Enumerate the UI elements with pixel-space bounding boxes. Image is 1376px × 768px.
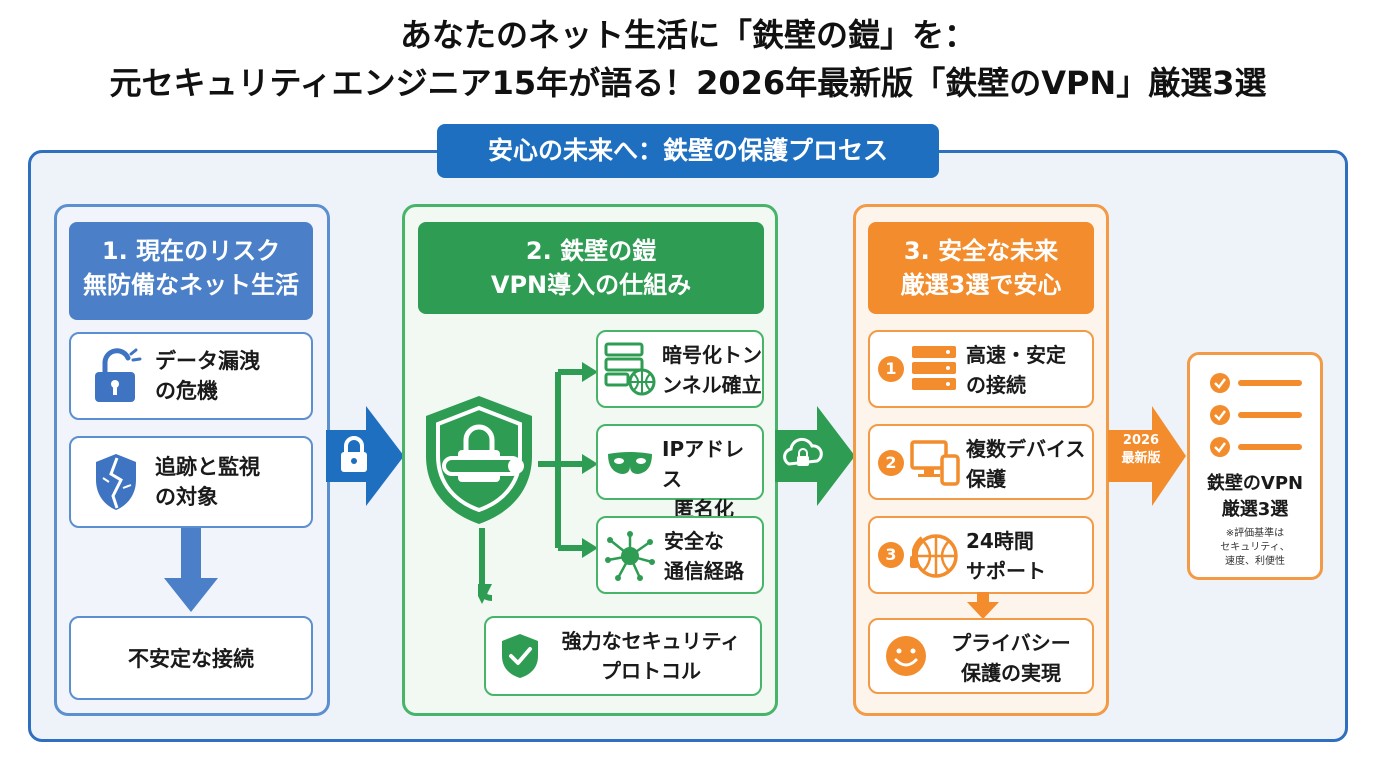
risk-item-data-leak-line2: の危機 <box>155 379 218 403</box>
branch-connectors <box>478 362 598 604</box>
future-item-privacy-line1: プライバシー <box>951 631 1071 655</box>
checklist-icon <box>1210 373 1302 457</box>
arrow-to-vpn <box>326 406 404 506</box>
down-arrow-orange <box>967 592 999 619</box>
risk-header: 1. 現在のリスク 無防備なネット生活 <box>69 222 313 320</box>
vpn-header-line1: 2. 鉄壁の鎧 <box>525 237 657 265</box>
future-item-number-2: 2 <box>878 450 904 476</box>
arrow-to-future <box>775 406 855 506</box>
frame-label: 安心の未来へ：鉄壁の保護プロセス <box>437 124 939 178</box>
risk-header-line1: 1. 現在のリスク <box>101 237 281 265</box>
future-item-device-line2: 保護 <box>966 467 1006 491</box>
server-icon <box>912 346 956 390</box>
support-globe-icon <box>910 534 958 578</box>
page-title-line2: 元セキュリティエンジニア15年が語る！2026年最新版「鉄壁のVPN」厳選3選 <box>109 64 1267 102</box>
server-globe-icon <box>604 342 656 396</box>
final-selection-card: 鉄壁のVPN 厳選3選 ※評価基準は セキュリティ、 速度、利便性 <box>1187 352 1323 580</box>
vpn-item-protocol-line1: 強力なセキュリティ <box>561 629 741 653</box>
future-item-privacy-line2: 保護の実現 <box>961 661 1061 685</box>
final-title: 鉄壁のVPN 厳選3選 <box>1190 471 1320 523</box>
future-header: 3. 安全な未来 厳選3選で安心 <box>868 222 1094 314</box>
future-item-number-3: 3 <box>878 542 904 568</box>
future-item-support-line1: 24時間 <box>966 529 1034 553</box>
future-header-line2: 厳選3選で安心 <box>900 271 1062 299</box>
final-note: ※評価基準は セキュリティ、 速度、利便性 <box>1190 527 1320 569</box>
final-note-line3: 速度、利便性 <box>1225 556 1285 567</box>
vpn-header: 2. 鉄壁の鎧 VPN導入の仕組み <box>418 222 764 314</box>
future-item-multi-device: 2 複数デバイス 保護 <box>868 424 1094 500</box>
future-item-support: 3 24時間 サポート <box>868 516 1094 594</box>
cloud-lock-icon <box>783 437 823 466</box>
broken-shield-icon <box>96 454 136 510</box>
final-note-line1: ※評価基準は <box>1225 528 1285 539</box>
future-header-line1: 3. 安全な未来 <box>903 237 1059 265</box>
risk-item-data-leak: データ漏洩 の危機 <box>69 332 313 420</box>
smile-icon <box>886 636 926 676</box>
year-arrow-line1: 2026 <box>1122 433 1160 448</box>
vpn-item-encryption-line1: 暗号化トン <box>662 343 762 367</box>
final-title-line1: 鉄壁のVPN <box>1206 473 1304 494</box>
mask-icon <box>608 452 652 474</box>
final-title-line2: 厳選3選 <box>1221 499 1289 520</box>
risk-header-line2: 無防備なネット生活 <box>83 271 299 299</box>
vpn-item-encryption-line2: ンネル確立 <box>662 373 762 397</box>
page-title-line1: あなたのネット生活に「鉄壁の鎧」を： <box>399 16 976 54</box>
year-arrow-label: 2026 最新版 <box>1110 432 1172 468</box>
check-shield-icon <box>502 634 538 678</box>
vpn-item-strong-protocol: 強力なセキュリティ プロトコル <box>484 616 762 696</box>
vpn-item-encryption-tunnel: 暗号化トン ンネル確立 <box>596 330 764 408</box>
future-item-fast-line2: の接続 <box>966 373 1026 397</box>
network-icon <box>605 531 655 581</box>
risk-item-unstable-connection-label: 不安定な接続 <box>128 647 254 671</box>
risk-item-unstable-connection: 不安定な接続 <box>69 616 313 700</box>
future-item-device-line1: 複数デバイス <box>966 437 1086 461</box>
vpn-item-ip-line1: IPアドレス <box>662 437 745 491</box>
down-arrow-blue <box>164 528 218 612</box>
vpn-item-secure-route: 安全な 通信経路 <box>596 516 764 594</box>
vpn-item-protocol-line2: プロトコル <box>601 659 701 683</box>
future-item-support-line2: サポート <box>966 559 1046 583</box>
risk-item-tracking: 追跡と監視 の対象 <box>69 436 313 528</box>
vpn-item-route-line1: 安全な <box>664 529 724 553</box>
lock-icon <box>341 436 367 472</box>
risk-item-tracking-line1: 追跡と監視 <box>155 455 260 479</box>
risk-item-data-leak-line1: データ漏洩 <box>155 349 260 373</box>
devices-icon <box>910 440 960 486</box>
arrow-to-selection <box>1108 406 1186 506</box>
vpn-header-line2: VPN導入の仕組み <box>490 271 692 299</box>
vpn-item-ip-anonymize: IPアドレス 匿名化 <box>596 424 764 521</box>
future-item-fast-stable: 1 高速・安定 の接続 <box>868 330 1094 408</box>
unlocked-padlock-icon <box>95 348 142 402</box>
final-note-line2: セキュリティ、 <box>1220 542 1290 553</box>
risk-item-tracking-line2: の対象 <box>155 485 218 509</box>
future-item-fast-line1: 高速・安定 <box>966 343 1066 367</box>
vpn-shield-icon <box>426 396 532 524</box>
vpn-item-route-line2: 通信経路 <box>664 559 744 583</box>
future-item-number-1: 1 <box>878 356 904 382</box>
year-arrow-line2: 最新版 <box>1121 451 1161 466</box>
future-item-privacy: プライバシー 保護の実現 <box>868 618 1094 694</box>
